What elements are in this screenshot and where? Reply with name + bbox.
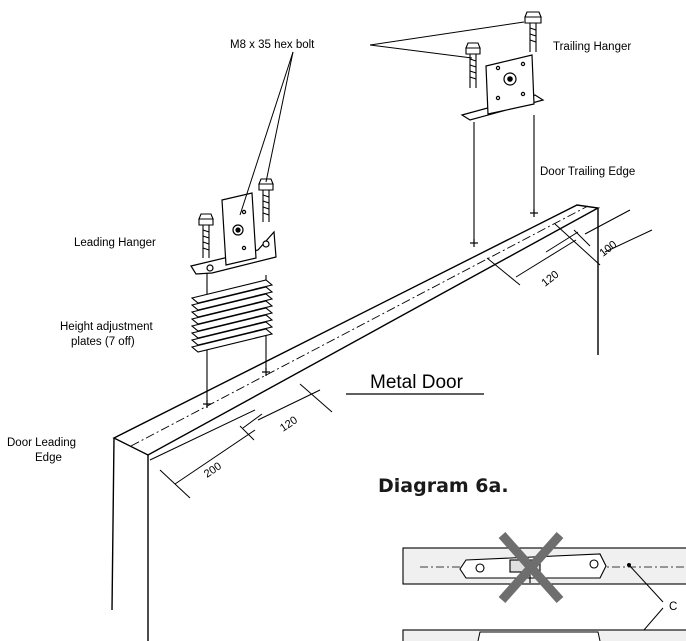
- diagram-6a-inset: C: [402, 532, 686, 641]
- diagram-title: Diagram 6a.: [378, 475, 509, 497]
- leading-bolt-right: [258, 178, 274, 222]
- door-trailing-edge-label: Door Trailing Edge: [540, 166, 635, 178]
- hole-marks: [203, 209, 538, 408]
- leading-bolt-left: [198, 213, 214, 258]
- trailing-hanger-label: Trailing Hanger: [553, 41, 631, 53]
- dimension-trailing: [486, 209, 653, 286]
- dim-trailing-100: 100: [597, 239, 619, 260]
- trailing-bolt-left: [465, 42, 481, 88]
- metal-door-label: Metal Door: [370, 372, 464, 393]
- leading-hanger-label: Leading Hanger: [74, 237, 156, 249]
- height-plates-label-line2: plates (7 off): [71, 336, 135, 348]
- leader-lines: [239, 21, 525, 216]
- height-adjustment-plates: [190, 279, 274, 353]
- trailing-hanger: [460, 54, 545, 121]
- trailing-bolt-right: [524, 11, 542, 52]
- bolt-label: M8 x 35 hex bolt: [230, 39, 315, 51]
- height-plates-label-line1: Height adjustment: [60, 321, 153, 333]
- callout-c-label: C: [669, 601, 677, 613]
- callout-leader-top: [628, 564, 664, 603]
- door-leading-edge-label-line2: Edge: [35, 452, 62, 464]
- door-leading-edge-label-line1: Door Leading: [7, 437, 76, 449]
- leading-hanger: [190, 192, 277, 275]
- dim-leading-120: 120: [278, 414, 300, 434]
- dim-trailing-120: 120: [539, 269, 561, 290]
- cross-out-icon: [498, 532, 564, 603]
- inset-hanger-plate-bottom: [477, 631, 601, 641]
- dimension-leading: [149, 383, 333, 499]
